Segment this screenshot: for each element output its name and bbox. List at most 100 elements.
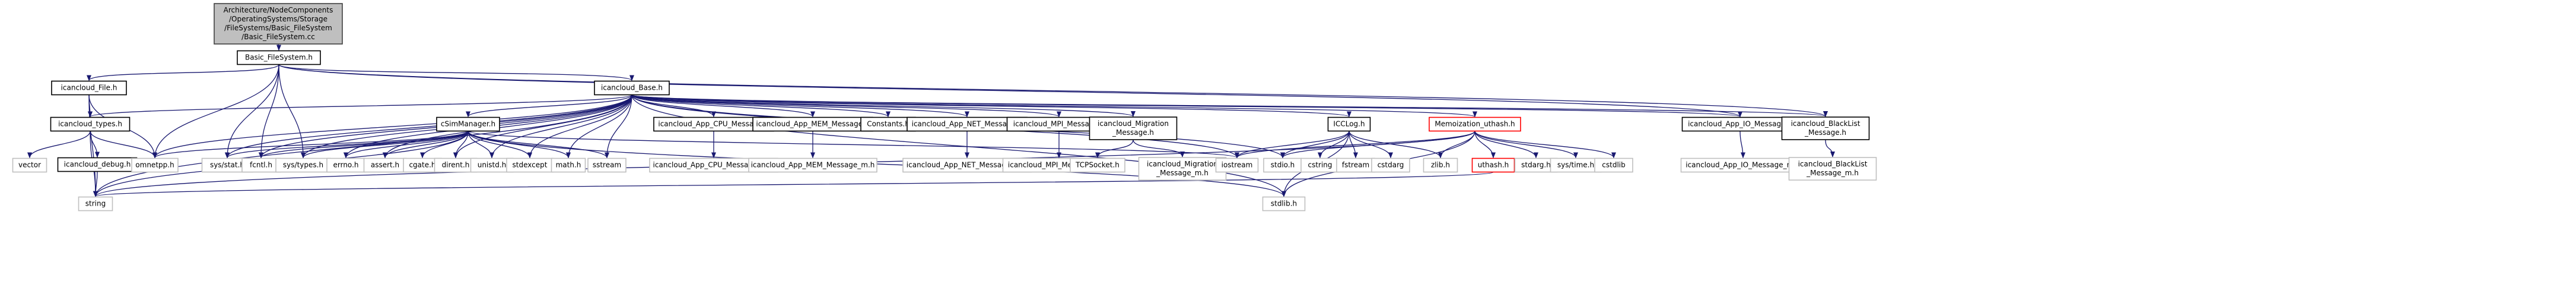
node-icancloud-file-h[interactable]: icancloud_File.h: [51, 80, 127, 96]
node-errno-h: errno.h: [326, 157, 365, 173]
node-label: TCPSocket.h: [1075, 161, 1120, 169]
node-unistd-h: unistd.h: [470, 157, 514, 173]
node-label: sys/types.h: [283, 161, 323, 169]
node-label: _Message_m.h: [1156, 169, 1209, 177]
node-label: fcntl.h: [250, 161, 272, 169]
node-cgate-h: cgate.h: [403, 157, 442, 173]
edge-icancloud_base_h-to-assert_h: [383, 94, 632, 159]
node-box: [1471, 157, 1515, 173]
node-label: errno.h: [333, 161, 359, 169]
node-constants-h[interactable]: Constants.h: [860, 116, 916, 132]
node-label: stdarg.h: [1521, 161, 1551, 169]
node-box: [51, 80, 127, 96]
node-fstream: fstream: [1336, 157, 1375, 173]
edge-memoization_h-to-stdarg_h: [1474, 131, 1538, 159]
node-label: cstdlib: [1602, 161, 1625, 169]
node-label: icancloud_debug.h: [64, 160, 131, 169]
node-mpi-msg-h[interactable]: icancloud_MPI_Message.h: [1006, 116, 1112, 132]
node-mem-msg-m-h: icancloud_App_MEM_Message_m.h: [748, 157, 877, 173]
node-sys-stat-h: sys/stat.h: [201, 157, 253, 173]
node-box: [1262, 196, 1306, 212]
node-uthash-h[interactable]: uthash.h: [1471, 157, 1515, 173]
node-cpu-msg-h[interactable]: icancloud_App_CPU_Message.h: [653, 116, 774, 132]
node-cstring: cstring: [1300, 157, 1340, 173]
node-label: icancloud_App_IO_Message.h: [1688, 120, 1792, 128]
edge-uthash_h-to-string: [94, 171, 1494, 197]
node-box: [237, 50, 321, 65]
node-migration-msg-h[interactable]: icancloud_Migration_Message.h: [1089, 116, 1178, 140]
edge-basic_fs_h-to-sys_types_h: [278, 64, 306, 159]
node-dirent-h: dirent.h: [434, 157, 478, 173]
edge-icancloud_base_h-to-csimmanager_h: [466, 94, 632, 118]
node-box: [1215, 157, 1259, 173]
node-label: /FileSystems/Basic_FileSystem: [224, 24, 332, 32]
edge-csimmanager_h-to-sstream: [468, 131, 609, 159]
edge-csimmanager_h-to-unistd_h: [468, 131, 494, 159]
edge-csimmanager_h-to-fcntl_h: [259, 130, 469, 159]
node-label: cgate.h: [409, 161, 435, 169]
node-root[interactable]: Architecture/NodeComponents/OperatingSys…: [214, 3, 343, 45]
edge-csimmanager_h-to-sys_types_h: [301, 131, 469, 159]
edge-icclog_h-to-stdio_h: [1280, 131, 1350, 159]
node-basic-fs-h[interactable]: Basic_FileSystem.h: [237, 50, 321, 65]
edge-basic_fs_h-to-io_msg_h: [278, 64, 1742, 118]
node-label: assert.h: [371, 161, 399, 169]
edge-basic_fs_h-to-icancloud_base_h: [278, 64, 634, 81]
node-label: vector: [18, 161, 41, 169]
node-string: string: [78, 196, 113, 212]
node-box: [12, 157, 47, 173]
node-mem-msg-h[interactable]: icancloud_App_MEM_Message.h: [752, 116, 873, 132]
node-tcpsocket-h: TCPSocket.h: [1070, 157, 1125, 173]
node-stdio-h: stdio.h: [1263, 157, 1302, 173]
edge-icancloud_base_h-to-blacklist_h: [631, 94, 1828, 117]
node-assert-h: assert.h: [363, 157, 407, 173]
node-icancloud-debug-h[interactable]: icancloud_debug.h: [57, 157, 138, 172]
node-box: [1781, 116, 1870, 140]
graph-edges: [27, 43, 1835, 197]
edge-icclog_h-to-iostream: [1235, 131, 1350, 159]
node-label: zlib.h: [1431, 161, 1450, 169]
edge-csimmanager_h-to-errno_h: [344, 131, 469, 159]
node-box: [594, 80, 670, 96]
graph-nodes: Architecture/NodeComponents/OperatingSys…: [12, 3, 1877, 212]
node-stdlib-h: stdlib.h: [1262, 196, 1306, 212]
edge-icancloud_base_h-to-stdlib_h: [631, 94, 1286, 197]
node-label: Memoization_uthash.h: [1435, 120, 1515, 128]
node-icclog-h[interactable]: ICCLog.h: [1327, 116, 1371, 132]
node-io-msg-h[interactable]: icancloud_App_IO_Message.h: [1681, 116, 1799, 132]
edge-icancloud_types_h-to-vector: [27, 131, 91, 159]
node-icancloud-base-h[interactable]: icancloud_Base.h: [594, 80, 670, 96]
edge-basic_fs_h-to-icancloud_file_h: [87, 64, 279, 81]
node-label: omnetpp.h: [135, 161, 174, 169]
edge-basic_fs_h-to-blacklist_h: [278, 64, 1828, 117]
edge-migration_msg_h-to-tcpsocket_h: [1095, 139, 1134, 159]
node-label: _Message.h: [1804, 128, 1846, 137]
node-label: icancloud_Migration: [1147, 160, 1218, 168]
node-blacklist-h[interactable]: icancloud_BlackList_Message.h: [1781, 116, 1870, 140]
node-label: dirent.h: [442, 161, 470, 169]
edge-icancloud_base_h-to-omnetpp_h: [152, 94, 632, 159]
edge-basic_fs_h-to-omnetpp_h: [152, 64, 279, 159]
node-omnetpp-h: omnetpp.h: [131, 157, 179, 173]
edge-icancloud_base_h-to-net_msg_h: [631, 94, 969, 118]
edge-memoization_h-to-iostream: [1235, 130, 1475, 159]
node-memoization-h[interactable]: Memoization_uthash.h: [1429, 116, 1521, 132]
node-label: uthash.h: [1478, 161, 1509, 169]
node-zlib-h: zlib.h: [1423, 157, 1458, 173]
edge-memoization_h-to-cstdlib: [1474, 131, 1616, 159]
node-csimmanager-h[interactable]: cSimManager.h: [436, 116, 500, 132]
node-box: [1089, 116, 1178, 140]
node-icancloud-types-h[interactable]: icancloud_types.h: [50, 116, 131, 132]
node-iostream: iostream: [1215, 157, 1259, 173]
node-cstdarg: cstdarg: [1371, 157, 1410, 173]
node-label: stdio.h: [1271, 161, 1295, 169]
edge-icclog_h-to-cstring: [1318, 131, 1350, 159]
node-migration-msg-m-h: icancloud_Migration_Message_m.h: [1138, 157, 1227, 181]
edge-csimmanager_h-to-dirent_h: [453, 131, 469, 159]
node-label: math.h: [556, 161, 581, 169]
node-box: [1594, 157, 1633, 173]
node-label: icancloud_BlackList: [1798, 160, 1868, 168]
node-math-h: math.h: [551, 157, 586, 173]
node-label: icancloud_App_MEM_Message_m.h: [751, 161, 875, 169]
edge-icclog_h-to-cstdarg: [1349, 131, 1393, 159]
